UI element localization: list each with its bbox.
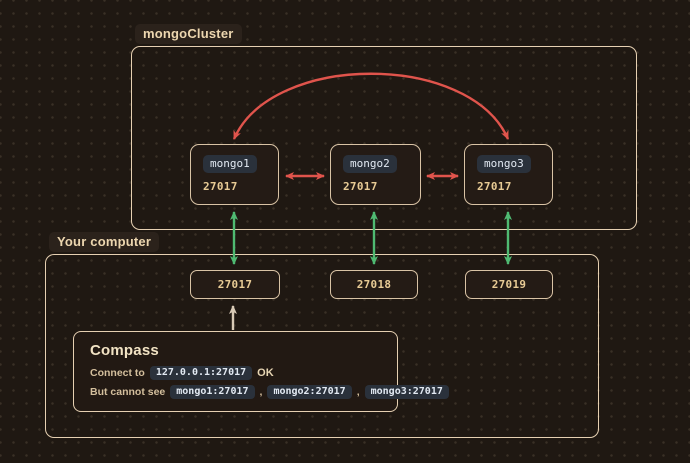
node-mongo3: mongo3 27017	[464, 144, 553, 205]
local-port-27018: 27018	[330, 270, 418, 299]
connect-address-badge: 127.0.0.1:27017	[149, 366, 253, 380]
node-mongo3-name: mongo3	[477, 155, 531, 173]
your-computer-box	[45, 254, 599, 438]
local-port-27018-label: 27018	[356, 278, 392, 291]
compass-cannot-see-line: But cannot see mongo1:27017 , mongo2:270…	[90, 385, 449, 399]
node-mongo2-port: 27017	[343, 180, 378, 193]
node-mongo2-name: mongo2	[343, 155, 397, 173]
mongo-cluster-label: mongoCluster	[135, 24, 242, 44]
cannot-see-host1-badge: mongo1:27017	[170, 385, 255, 399]
local-port-27017: 27017	[190, 270, 280, 299]
node-mongo1-port: 27017	[203, 180, 238, 193]
node-mongo1: mongo1 27017	[190, 144, 279, 205]
local-port-27019-label: 27019	[491, 278, 527, 291]
connect-prefix-text: Connect to	[90, 367, 145, 379]
cannot-see-host3-badge: mongo3:27017	[364, 385, 449, 399]
local-port-27019: 27019	[465, 270, 553, 299]
local-port-27017-label: 27017	[217, 278, 253, 291]
node-mongo2: mongo2 27017	[330, 144, 421, 205]
cannot-see-host2-badge: mongo2:27017	[267, 385, 352, 399]
compass-box: Compass Connect to 127.0.0.1:27017 OK Bu…	[73, 331, 449, 412]
your-computer-label: Your computer	[49, 232, 160, 252]
compass-title: Compass	[90, 342, 159, 359]
node-mongo1-name: mongo1	[203, 155, 257, 173]
mongo-cluster-box	[131, 46, 637, 230]
separator-comma: ,	[356, 386, 360, 398]
node-mongo3-port: 27017	[477, 180, 512, 193]
cannot-see-prefix-text: But cannot see	[90, 386, 166, 398]
separator-comma: ,	[259, 386, 263, 398]
connect-status-text: OK	[257, 367, 274, 379]
compass-connect-line: Connect to 127.0.0.1:27017 OK	[90, 366, 381, 380]
